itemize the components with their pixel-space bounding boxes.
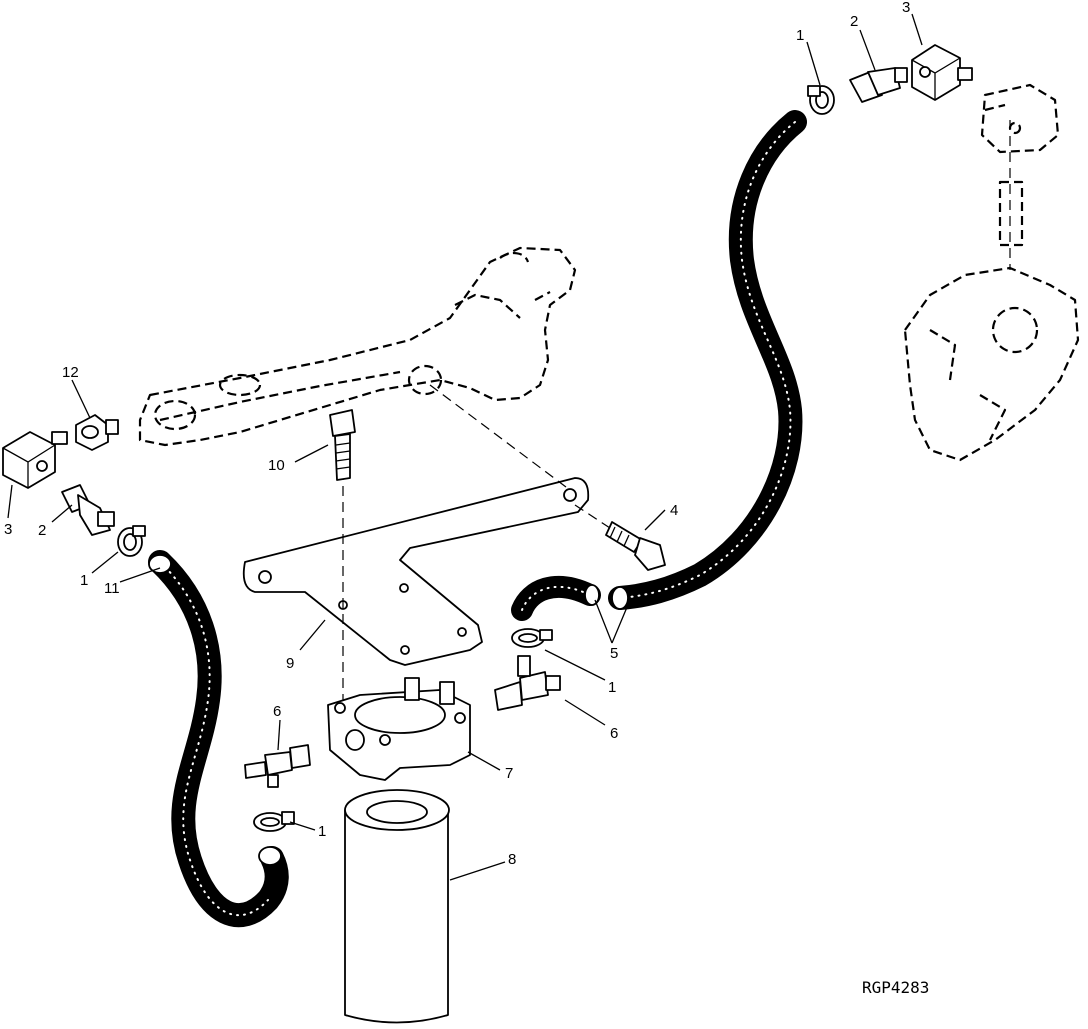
bleed-fitting-right xyxy=(494,655,561,711)
callout-labels: 1 2 3 12 3 2 1 11 10 4 9 5 1 6 6 7 1 8 xyxy=(4,0,910,868)
elbow-fitting-top xyxy=(911,44,973,101)
callout-1-left: 1 xyxy=(80,572,88,589)
leader-lines xyxy=(7,13,923,881)
callout-9: 9 xyxy=(286,655,294,672)
callout-8: 8 xyxy=(508,851,516,868)
callout-6-right: 6 xyxy=(610,725,618,742)
cap-screw-4 xyxy=(605,521,666,571)
callout-1-top: 1 xyxy=(796,27,804,44)
callout-7: 7 xyxy=(505,765,513,782)
callout-1-bottom: 1 xyxy=(318,823,326,840)
hose-clamp-left xyxy=(117,525,146,557)
mounting-plate xyxy=(242,477,590,666)
connector-top xyxy=(849,67,908,103)
alignment-lines xyxy=(342,384,611,700)
cap-screw xyxy=(329,409,356,481)
hose-11 xyxy=(148,550,289,928)
hose-clamp-bottom xyxy=(253,811,295,832)
fitting-12 xyxy=(75,414,119,451)
hose-clamp-top xyxy=(807,85,835,115)
filter-base xyxy=(327,677,471,781)
elbow-fitting-left xyxy=(2,431,68,489)
callout-4: 4 xyxy=(670,502,678,519)
injection-pump-phantom xyxy=(903,83,1080,462)
callout-1-mid: 1 xyxy=(608,679,616,696)
connector-left xyxy=(61,484,115,536)
callout-5: 5 xyxy=(610,645,618,662)
hose-clamp-mid xyxy=(511,628,553,648)
callout-12: 12 xyxy=(62,364,79,381)
callout-6-left: 6 xyxy=(273,703,281,720)
callout-2-left: 2 xyxy=(38,522,46,539)
figure-code: RGP4283 xyxy=(862,978,929,997)
hose-5-long xyxy=(608,110,807,610)
callout-11: 11 xyxy=(104,580,120,597)
filter-element xyxy=(344,789,450,1024)
callout-3-top: 3 xyxy=(902,0,910,16)
engine-bracket-phantom xyxy=(138,246,577,447)
callout-2-top: 2 xyxy=(850,13,858,30)
bleed-fitting-left xyxy=(244,744,311,788)
hose-5-short xyxy=(511,575,601,621)
callout-10: 10 xyxy=(268,457,285,474)
callout-3-left: 3 xyxy=(4,521,12,538)
